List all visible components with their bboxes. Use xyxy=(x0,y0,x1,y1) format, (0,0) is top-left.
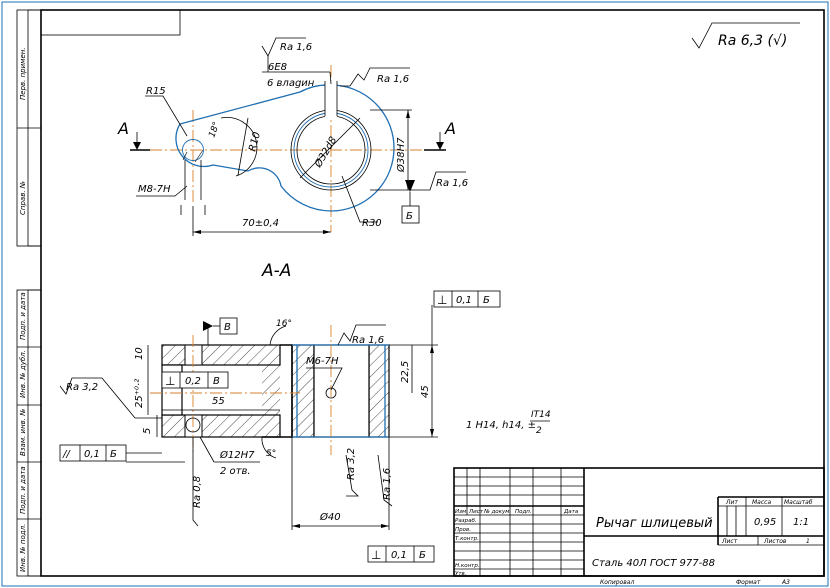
fcf-1-datum: Б xyxy=(483,295,490,306)
stamp-mass: 0,95 xyxy=(754,517,776,528)
dim-section-55: 55 xyxy=(212,396,225,407)
roughness-section-top: Ra 1,6 xyxy=(352,335,384,346)
dim-r15: R15 xyxy=(146,86,166,97)
title-block: Изм Лист № докум. Подп. Дата Разраб. Про… xyxy=(453,467,825,586)
dim-section-5: 5 xyxy=(142,428,153,434)
stamp-title: Рычаг шлицевый xyxy=(596,516,713,531)
dim-section-bore-count: 2 отв. xyxy=(220,466,251,477)
fcf-1-sym: ⊥ xyxy=(437,293,447,307)
fcf-4-tol: 0,1 xyxy=(391,550,407,561)
top-view: 70±0,4 R15 R10 18° M8-7H Ø32d8 Ø38H7 R30… xyxy=(117,37,468,236)
side-label-inv-podl: Инв. № подл. xyxy=(19,524,27,572)
general-roughness-label: Ra 6,3 (√) xyxy=(718,33,787,49)
roughness-section-v1: Ra 3,2 xyxy=(346,448,357,480)
dim-section-25: 25⁺⁰·² xyxy=(134,379,145,408)
side-label-podp-data-1: Подп. и дата xyxy=(19,292,27,340)
stamp-copied: Копировал xyxy=(600,579,634,586)
dim-section-bore: Ø12H7 xyxy=(219,449,255,461)
side-label-sprav: Справ. № xyxy=(19,181,27,215)
roughness-top-2: Ra 1,6 xyxy=(377,74,409,85)
fcf-3-tol: 0,1 xyxy=(84,449,100,460)
fcf-2-datum: В xyxy=(213,376,220,387)
roughness-section-v3: Ra 0,8 xyxy=(192,476,203,508)
roughness-top-right: Ra 1,6 xyxy=(436,178,468,189)
fcf-1-tol: 0,1 xyxy=(456,295,472,306)
dim-section-22-5: 22,5 xyxy=(400,361,411,383)
dim-section-m6: M6-7H xyxy=(306,356,339,367)
fcf-2-tol: 0,2 xyxy=(185,376,201,387)
stamp-label-massa: Масса xyxy=(752,499,771,506)
fcf-3-datum: Б xyxy=(110,449,117,460)
dim-section-angle-16: 16° xyxy=(276,319,292,329)
roughness-section-v2: Ra 1,6 xyxy=(382,468,393,500)
stamp-listov: 1 xyxy=(806,538,810,545)
stamp-label-razrab: Разраб. xyxy=(455,518,477,524)
stamp-material: Сталь 40Л ГОСТ 977-88 xyxy=(592,558,715,569)
dim-thread-m8: M8-7H xyxy=(138,184,171,195)
dim-d38h7: Ø38H7 xyxy=(395,137,407,173)
fcf-1: ⊥ 0,1 Б xyxy=(433,290,501,308)
stamp-label-utv: Утв. xyxy=(455,571,467,577)
section-marker-right: A xyxy=(444,119,456,138)
fcf-4-sym: ⊥ xyxy=(371,548,381,562)
roughness-section-left: Ra 3,2 xyxy=(66,382,98,393)
dim-section-45: 45 xyxy=(420,385,431,398)
datum-v: В xyxy=(224,322,231,333)
datum-b-top: Б xyxy=(406,211,413,222)
stamp-label-podp: Подп. xyxy=(515,509,532,515)
stamp-label-masshtab: Масштаб xyxy=(784,499,813,506)
top-left-stamp xyxy=(40,9,181,36)
stamp-scale: 1:1 xyxy=(793,517,809,528)
dim-r30: R30 xyxy=(362,218,382,229)
tolerance-note-den: 2 xyxy=(536,426,542,436)
spline-slots: 6 влаgин xyxy=(267,78,315,89)
stamp-format: A3 xyxy=(781,579,790,586)
fcf-3: // 0,1 Б xyxy=(59,444,185,463)
stamp-label-izm: Изм xyxy=(455,509,466,515)
stamp-label-tkontr: Т.контр. xyxy=(455,536,479,542)
side-label-perv: Перв. примен. xyxy=(19,47,27,100)
tolerance-note: 1 H14, h14, ± IT14 2 xyxy=(466,410,551,436)
tolerance-note-text: 1 H14, h14, ± xyxy=(466,420,536,431)
section-marker-left: A xyxy=(117,119,129,138)
fcf-2-sym: ⊥ xyxy=(165,374,175,388)
dim-section-angle-5: 5° xyxy=(266,449,276,459)
stamp-format-label: Формат xyxy=(736,579,761,586)
stamp-label-listr: Лист xyxy=(721,538,738,545)
section-view: 10 25⁺⁰·² 55 5 22,5 45 M6-7H 16° 5° Ø12H… xyxy=(59,305,438,530)
side-label-inv-dubl: Инв. № дубл. xyxy=(19,350,27,398)
dim-length-70: 70±0,4 xyxy=(242,218,279,229)
spline-fit: 6E8 xyxy=(268,62,287,73)
dim-section-d40: Ø40 xyxy=(319,511,341,523)
fcf-4-datum: Б xyxy=(419,550,426,561)
roughness-top-spline: Ra 1,6 xyxy=(280,42,312,53)
left-side-strip: Перв. примен. Справ. № Подп. и дата Инв.… xyxy=(16,9,42,577)
dim-angle-18: 18° xyxy=(207,121,222,139)
dim-r10: R10 xyxy=(247,131,263,153)
fcf-3-sym: // xyxy=(62,449,71,460)
small-bore xyxy=(182,139,204,161)
lever-outline xyxy=(175,84,395,212)
side-label-vzam: Взам. инв. № xyxy=(19,408,27,456)
stamp-label-ndoc: № докум. xyxy=(483,509,511,515)
stamp-label-listov: Листов xyxy=(763,538,787,545)
fcf-4: ⊥ 0,1 Б xyxy=(367,545,435,563)
stamp-label-prov: Пров. xyxy=(455,527,471,533)
stamp-label-list: Лист xyxy=(468,509,484,515)
dim-section-10: 10 xyxy=(134,347,145,360)
fcf-2: ⊥ 0,2 В xyxy=(161,371,229,389)
stamp-label-data: Дата xyxy=(563,509,579,515)
tolerance-note-num: IT14 xyxy=(531,410,551,420)
general-roughness: Ra 6,3 (√) xyxy=(691,22,800,49)
side-label-podp-data-2: Подп. и дата xyxy=(19,466,27,514)
section-title: А-А xyxy=(261,261,291,281)
stamp-label-lit: Лит xyxy=(725,499,738,506)
stamp-label-nkontr: Н.контр. xyxy=(455,563,480,569)
